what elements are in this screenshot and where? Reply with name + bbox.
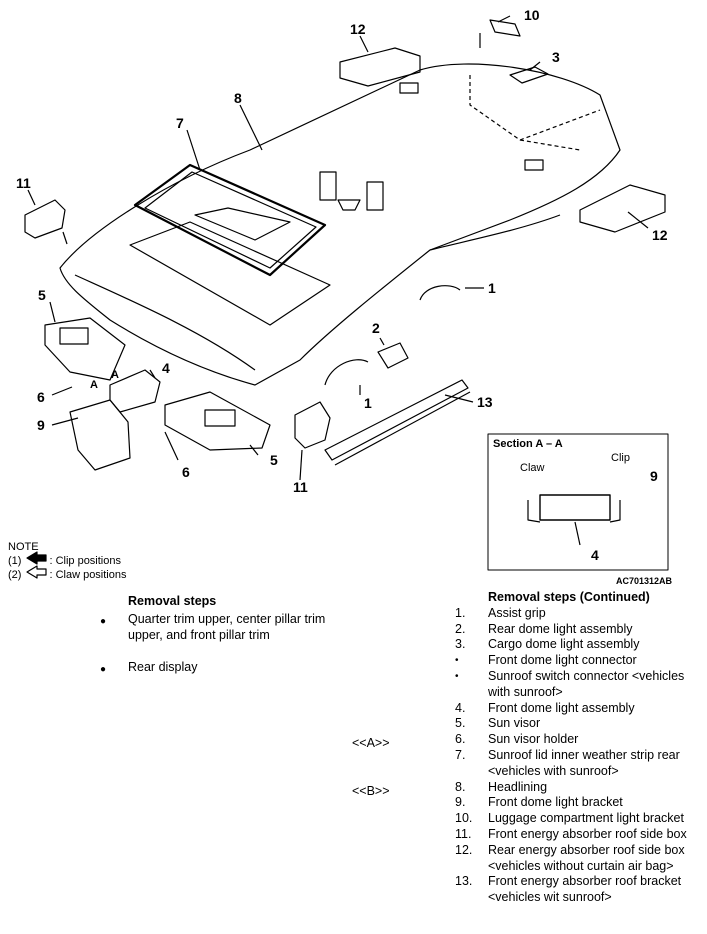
removal-step-label: Front dome light connector	[488, 653, 637, 668]
note-line1-text: : Clip positions	[49, 555, 121, 567]
figure-code: AC701312AB	[616, 576, 673, 586]
callout-13: 13	[477, 394, 493, 410]
mark-a: <<A>>	[352, 736, 390, 750]
removal-step-item: 6. Sun visor holder	[455, 732, 705, 748]
callout-1b: 1	[364, 395, 372, 411]
removal-step-number: 6.	[455, 732, 466, 747]
bullet-icon: ●	[100, 664, 107, 676]
section-callout-9: 9	[650, 468, 658, 484]
removal-step-item: 10. Luggage compartment light bracket	[455, 811, 705, 827]
removal-steps: Removal steps ● Quarter trim upper, cent…	[100, 594, 350, 678]
section-callout-4: 4	[591, 547, 599, 563]
removal-steps-continued: Removal steps (Continued) 1. Assist grip 2…	[455, 590, 705, 906]
removal-step-item: 4. Front dome light assembly	[455, 701, 705, 717]
mark-b: <<B>>	[352, 784, 390, 798]
removal-step-label: Headlining	[488, 779, 548, 794]
note-block: NOTE (1) : Clip positions (2) : Claw pos…	[8, 540, 127, 582]
rear-energy-absorber-part	[339, 47, 421, 87]
removal-bullet-text: Quarter trim upper, center pillar trim u…	[128, 611, 326, 642]
removal-bullet: ● Rear display	[100, 660, 350, 678]
removal-step-item: 1. Assist grip	[455, 606, 705, 622]
callout-5: 5	[38, 287, 46, 303]
removal-step-number: 11.	[455, 826, 472, 841]
removal-step-number: 2.	[455, 621, 466, 636]
callout-8: 8	[234, 90, 242, 106]
callout-2: 2	[372, 320, 380, 336]
removal-step-label: Assist grip	[488, 605, 546, 620]
removal-step-item: 5. Sun visor	[455, 716, 705, 732]
callout-7: 7	[176, 115, 184, 131]
callout-4: 4	[162, 360, 170, 376]
callout-9: 9	[37, 417, 45, 433]
callout-6b: 6	[182, 464, 190, 480]
removal-step-number: 13.	[455, 874, 473, 889]
removal-step-number: 5.	[455, 716, 466, 731]
bullet-icon: ●	[100, 615, 107, 627]
removal-step-label: Sun visor holder	[488, 732, 579, 747]
callout-3: 3	[552, 49, 560, 65]
removal-step-item: • Front dome light connector	[455, 653, 705, 669]
removal-step-item: 7. Sunroof lid inner weather strip rear <…	[455, 748, 705, 780]
callout-6: 6	[37, 389, 45, 405]
removal-heading: Removal steps	[128, 594, 217, 608]
section-title: Section A – A	[493, 438, 563, 450]
note-line2-prefix: (2)	[8, 569, 22, 581]
removal-step-label: Sun visor	[488, 716, 541, 731]
removal-step-number: 4.	[455, 700, 466, 715]
headlining-part	[59, 63, 621, 386]
removal-step-label: Sunroof switch connector <vehicles with …	[488, 668, 685, 699]
removal-step-number: •	[455, 655, 459, 667]
removal-step-label: Sunroof lid inner weather strip rear <ve…	[488, 747, 680, 778]
removal-step-label: Front dome light assembly	[488, 700, 635, 715]
removal-step-number: •	[455, 670, 459, 682]
removal-step-item: 13. Front energy absorber roof bracket <v…	[455, 874, 705, 906]
removal-step-label: Rear dome light assembly	[488, 621, 633, 636]
removal-bullet: ● Quarter trim upper, center pillar trim…	[100, 612, 350, 644]
removal-step-item: 12. Rear energy absorber roof side box <v…	[455, 843, 705, 875]
removal-step-item: 11. Front energy absorber roof side box	[455, 827, 705, 843]
removal-step-item: 3. Cargo dome light assembly	[455, 637, 705, 653]
removal-step-label: Rear energy absorber roof side box <vehi…	[488, 842, 685, 873]
removal-step-label: Cargo dome light assembly	[488, 637, 640, 652]
note-line1-prefix: (1)	[8, 555, 22, 567]
removal-step-item: 9. Front dome light bracket	[455, 795, 705, 811]
section-clip-label: Clip	[611, 452, 630, 464]
callout-12b: 12	[652, 227, 668, 243]
removal-step-item: 2. Rear dome light assembly	[455, 622, 705, 638]
callout-11: 11	[16, 175, 31, 191]
removal-step-item: • Sunroof switch connector <vehicles with…	[455, 669, 705, 701]
headlining-exploded-diagram: 1 1 2 3 4 5 5 6 6 7 8 9 10 11 11 12 12 1…	[16, 7, 669, 579]
sunroof-weather-strip	[133, 163, 327, 277]
note-line2-text: : Claw positions	[49, 569, 127, 581]
removal-bullet-text: Rear display	[128, 660, 198, 675]
callout-11b: 11	[293, 479, 308, 495]
section-claw-label: Claw	[520, 462, 545, 474]
removal-step-number: 8.	[455, 779, 466, 794]
marker-a2: A	[111, 369, 119, 381]
sun-visor-part	[44, 317, 126, 381]
note-title: NOTE	[8, 541, 39, 553]
removal-step-number: 3.	[455, 637, 466, 652]
removal-step-number: 9.	[455, 795, 466, 810]
removal-cont-heading: Removal steps (Continued)	[488, 590, 650, 604]
marker-a: A	[90, 379, 98, 391]
removal-step-label: Front energy absorber roof bracket <vehi…	[488, 874, 682, 905]
removal-step-label: Front energy absorber roof side box	[488, 826, 687, 841]
callout-5b: 5	[270, 452, 278, 468]
removal-step-number: 12.	[455, 842, 473, 857]
removal-step-label: Front dome light bracket	[488, 795, 623, 810]
removal-step-number: 7.	[455, 747, 466, 762]
removal-step-number: 1.	[455, 605, 466, 620]
callout-1: 1	[488, 280, 496, 296]
removal-step-number: 10.	[455, 811, 473, 826]
callout-12: 12	[350, 21, 366, 37]
removal-step-item: 8. Headlining	[455, 780, 705, 796]
removal-step-label: Luggage compartment light bracket	[488, 811, 684, 826]
callout-10: 10	[524, 7, 540, 23]
